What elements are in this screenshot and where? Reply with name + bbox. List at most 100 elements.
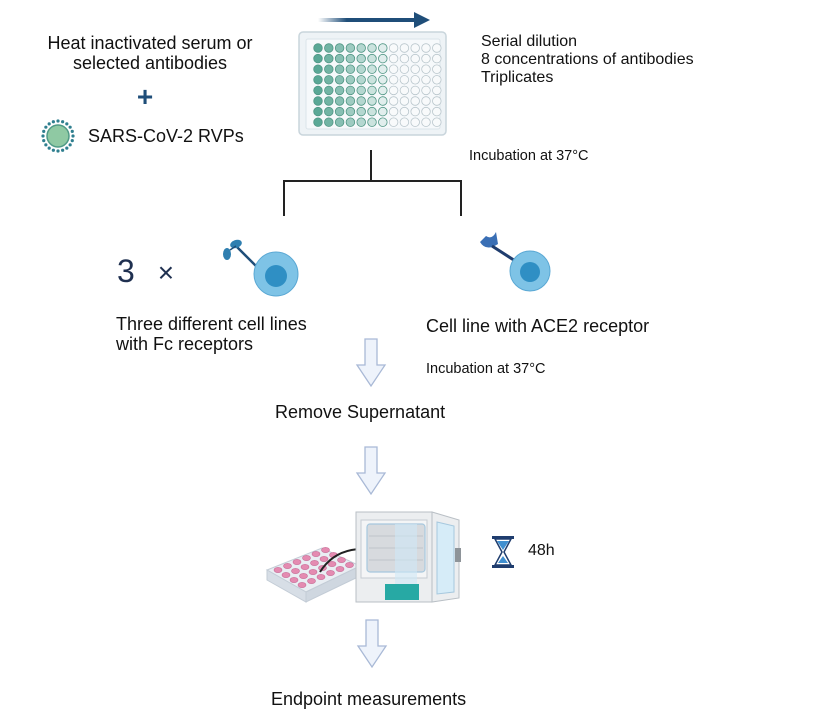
well (410, 96, 420, 106)
well (388, 53, 399, 64)
culture-well (326, 570, 335, 576)
well (345, 106, 356, 117)
well (432, 106, 442, 117)
well (367, 117, 377, 127)
virus-spike (41, 134, 45, 138)
culture-well (345, 562, 354, 568)
culture-well (327, 561, 337, 567)
culture-well (316, 574, 326, 580)
well (378, 64, 388, 74)
well (421, 96, 431, 106)
virus-label: SARS-CoV-2 RVPs (88, 126, 244, 146)
well (378, 43, 388, 53)
well (356, 96, 366, 106)
well (367, 106, 377, 117)
well (334, 53, 345, 64)
well (334, 96, 345, 106)
times-symbol: × (157, 257, 175, 288)
well (399, 43, 410, 53)
well (367, 96, 377, 106)
branch-connector (283, 150, 462, 216)
well (410, 117, 420, 127)
culture-well (291, 568, 300, 574)
well (432, 75, 442, 85)
well (378, 85, 388, 96)
virus-spike (51, 148, 55, 152)
ace2-receptor-cell-icon (480, 232, 551, 292)
well (356, 117, 366, 127)
well (313, 43, 323, 53)
well (378, 75, 388, 85)
well (410, 53, 420, 64)
culture-well (283, 563, 292, 569)
fc-cell-label-line1: Three different cell lines (116, 314, 307, 334)
culture-well (308, 569, 318, 575)
well (388, 75, 399, 85)
endpoint-measurements-label: Endpoint measurements (271, 689, 467, 709)
culture-well (300, 564, 310, 570)
well (432, 96, 442, 106)
note-concentrations: 8 concentrations of antibodies (481, 51, 694, 68)
culture-well (302, 555, 311, 561)
well (313, 53, 323, 64)
well (421, 85, 431, 96)
well (313, 64, 323, 74)
well (324, 117, 334, 127)
well (378, 117, 388, 127)
well (345, 117, 356, 127)
incubation-label-2: Incubation at 37°C (426, 361, 546, 377)
serum-label: Heat inactivated serum or selected antib… (20, 33, 280, 73)
well (410, 106, 420, 117)
well (334, 75, 345, 85)
virus-spike (47, 122, 51, 126)
virus-body (46, 124, 70, 148)
well (378, 96, 388, 106)
virus-spike (42, 139, 46, 143)
virus-spike (56, 119, 60, 123)
well (421, 43, 431, 53)
incubation-label-1: Incubation at 37°C (469, 148, 589, 164)
virus-spike (42, 129, 46, 133)
down-arrow-1 (355, 338, 387, 388)
fc-receptor-cell-icon (223, 239, 299, 297)
serum-label-line2: selected antibodies (72, 53, 228, 73)
fc-cell-label: Three different cell lines with Fc recep… (116, 314, 307, 354)
plus-icon: + (136, 81, 154, 112)
virus-spike (56, 149, 60, 153)
well (399, 117, 410, 127)
well (421, 117, 431, 127)
virus-spike (70, 129, 74, 133)
well (313, 75, 323, 85)
culture-well (307, 578, 316, 584)
well (334, 43, 345, 53)
well-plate (298, 31, 447, 136)
well (432, 53, 442, 64)
well (324, 106, 334, 117)
well (388, 64, 399, 74)
well (388, 43, 399, 53)
virus-spike (44, 143, 48, 147)
well (324, 75, 334, 85)
well (388, 96, 399, 106)
well (345, 64, 356, 74)
plate-notes: Serial dilution 8 concentrations of anti… (481, 33, 694, 87)
well (345, 75, 356, 85)
well (324, 43, 334, 53)
virus-spike (51, 120, 55, 124)
dilution-direction-arrow (318, 12, 430, 28)
well (334, 106, 345, 117)
well (367, 53, 377, 64)
virus-spike (71, 134, 75, 138)
well (313, 117, 323, 127)
virus-spike (65, 146, 69, 150)
well (388, 106, 399, 117)
well (410, 75, 420, 85)
down-arrow-3 (356, 619, 388, 669)
culture-well (292, 559, 302, 565)
multiplier-text: 3 × (117, 254, 174, 290)
virus-spike (70, 139, 74, 143)
well (421, 53, 431, 64)
culture-well (335, 566, 345, 572)
well (421, 64, 431, 74)
well (432, 85, 442, 96)
